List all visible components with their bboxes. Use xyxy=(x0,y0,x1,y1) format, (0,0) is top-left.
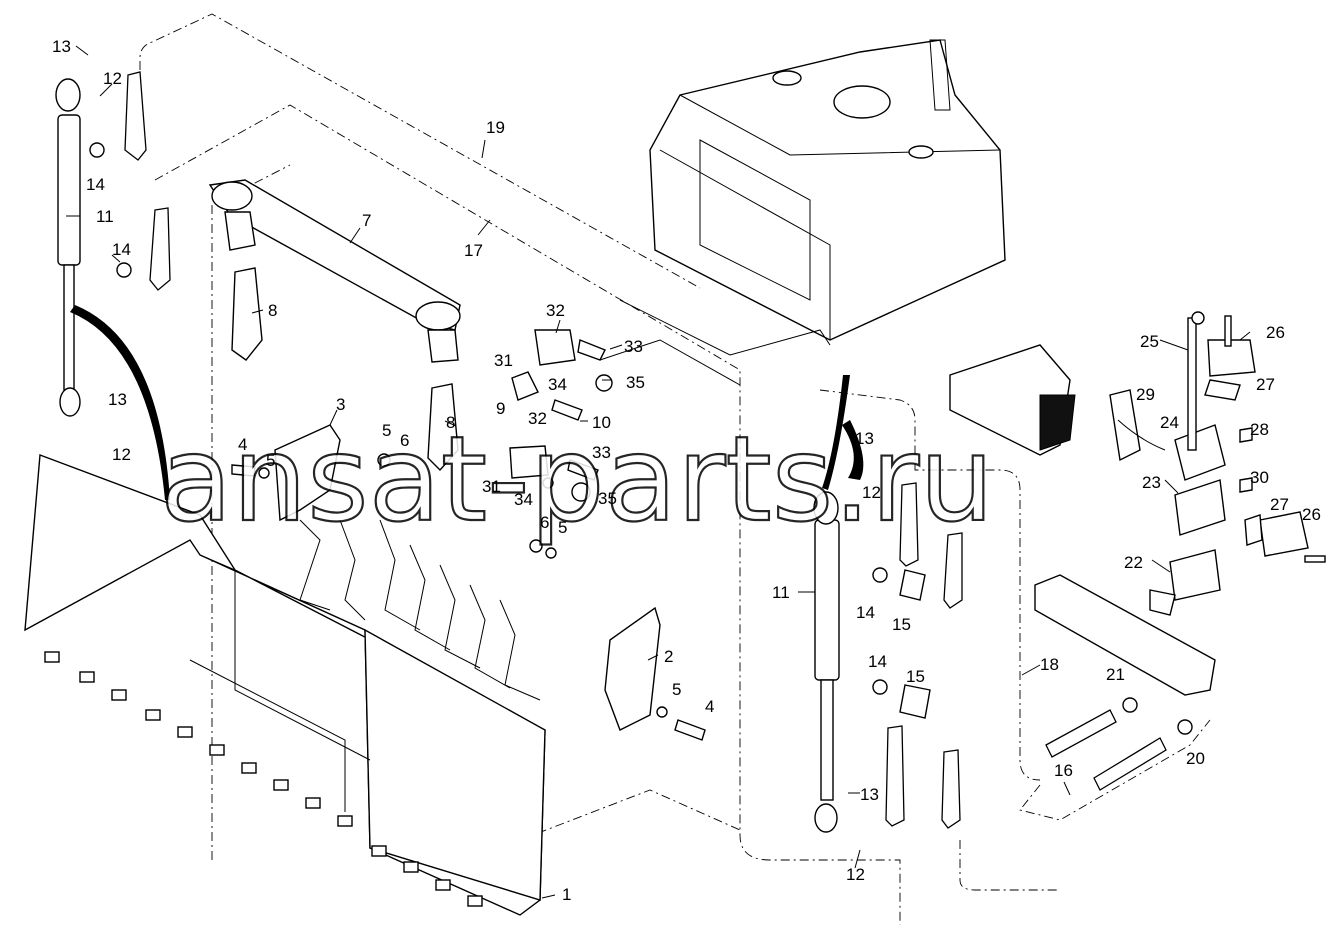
hoses xyxy=(89,71,1193,829)
callout-6: 6 xyxy=(400,431,409,450)
callout-15: 15 xyxy=(892,615,911,634)
bucket-teeth xyxy=(44,651,483,907)
callout-8: 8 xyxy=(268,301,277,320)
callout-19: 19 xyxy=(486,118,505,137)
callout-14: 14 xyxy=(856,603,875,622)
callout-5: 5 xyxy=(266,451,275,470)
leader-lines xyxy=(66,45,1251,899)
callout-31: 31 xyxy=(494,351,513,370)
callout-15: 15 xyxy=(906,667,925,686)
callout-20: 20 xyxy=(1186,749,1205,768)
bucket xyxy=(24,454,546,916)
callout-12: 12 xyxy=(103,69,122,88)
callout-34: 34 xyxy=(548,375,567,394)
callout-22: 22 xyxy=(1124,553,1143,572)
callout-8: 8 xyxy=(446,413,455,432)
callout-29: 29 xyxy=(1136,385,1155,404)
callout-13: 13 xyxy=(52,37,71,56)
callout-13: 13 xyxy=(108,390,127,409)
callout-25: 25 xyxy=(1140,332,1159,351)
callout-7: 7 xyxy=(362,211,371,230)
callout-23: 23 xyxy=(1142,473,1161,492)
callout-33: 33 xyxy=(592,443,611,462)
callout-35: 35 xyxy=(598,489,617,508)
callout-12: 12 xyxy=(112,445,131,464)
callout-14: 14 xyxy=(868,652,887,671)
callout-17: 17 xyxy=(464,241,483,260)
callout-31: 31 xyxy=(482,477,501,496)
callout-34: 34 xyxy=(514,490,533,509)
callout-5: 5 xyxy=(382,421,391,440)
callout-3: 3 xyxy=(336,395,345,414)
callout-32: 32 xyxy=(528,409,547,428)
callout-26: 26 xyxy=(1302,505,1321,524)
callout-5: 5 xyxy=(672,680,681,699)
indicator-arrows xyxy=(70,305,864,500)
linkage xyxy=(208,179,706,741)
callout-14: 14 xyxy=(112,240,131,259)
callout-12: 12 xyxy=(862,483,881,502)
callout-10: 10 xyxy=(592,413,611,432)
callout-24: 24 xyxy=(1160,413,1179,432)
callout-12: 12 xyxy=(846,865,865,884)
callout-1: 1 xyxy=(562,885,571,904)
callout-32: 32 xyxy=(546,301,565,320)
callout-18: 18 xyxy=(1040,655,1059,674)
callout-13: 13 xyxy=(855,429,874,448)
callout-33: 33 xyxy=(624,337,643,356)
loader-frame xyxy=(599,39,1006,386)
callout-11: 11 xyxy=(772,583,790,602)
callout-14: 14 xyxy=(86,175,105,194)
watermark-text: ansat-parts.ru xyxy=(160,410,994,548)
callout-6: 6 xyxy=(540,513,549,532)
callout-13: 13 xyxy=(860,785,879,804)
callout-4: 4 xyxy=(238,435,247,454)
callout-21: 21 xyxy=(1106,665,1125,684)
callout-5: 5 xyxy=(558,518,567,537)
cylinders xyxy=(55,78,840,833)
callout-9: 9 xyxy=(496,399,505,418)
callout-2: 2 xyxy=(664,647,673,666)
callout-27: 27 xyxy=(1256,375,1275,394)
callout-11: 11 xyxy=(96,207,114,226)
callout-26: 26 xyxy=(1266,323,1285,342)
callout-labels: 13 12 14 11 14 13 12 19 7 17 8 3 4 5 5 6… xyxy=(52,37,1321,904)
callout-16: 16 xyxy=(1054,761,1073,780)
callout-30: 30 xyxy=(1250,468,1269,487)
bucket-tines xyxy=(299,519,541,701)
routing-lines xyxy=(139,13,1211,925)
valve-assembly xyxy=(949,311,1326,696)
callout-4: 4 xyxy=(705,697,714,716)
callout-28: 28 xyxy=(1250,420,1269,439)
callout-35: 35 xyxy=(626,373,645,392)
callout-27: 27 xyxy=(1270,495,1289,514)
